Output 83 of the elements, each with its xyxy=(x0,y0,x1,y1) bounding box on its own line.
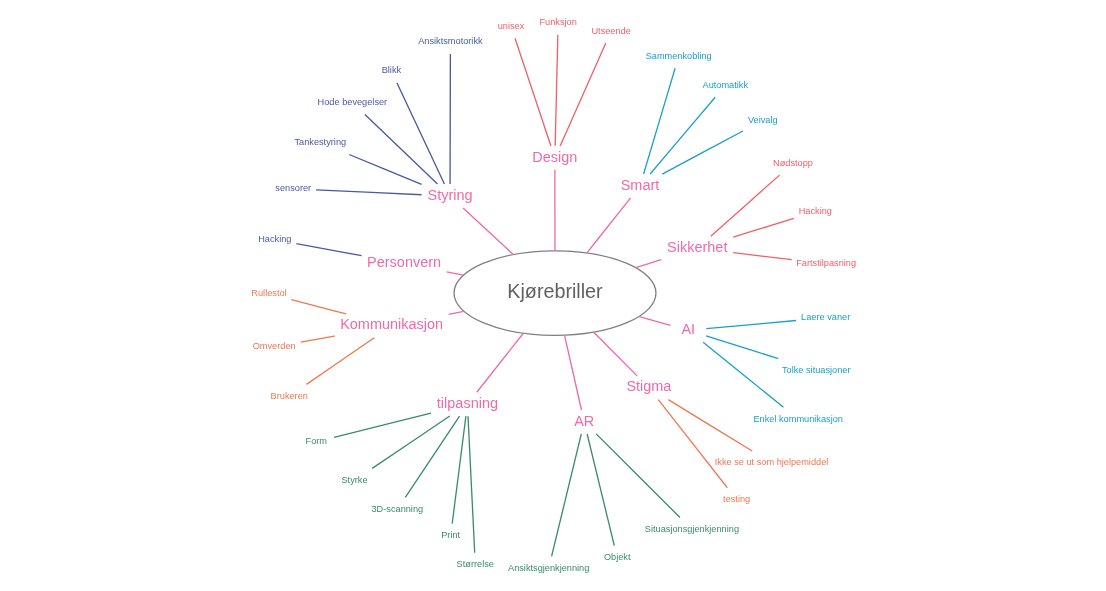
node-text: Ansiktsmotorikk xyxy=(417,36,483,47)
connector xyxy=(642,67,676,175)
node-text: Form xyxy=(305,436,327,447)
node-ellipse: Kjørebriller xyxy=(452,250,657,336)
connector xyxy=(404,415,460,499)
node-text: Laere vaner xyxy=(800,312,850,323)
node-text: Veivalg xyxy=(747,114,778,125)
node-text: Blikk xyxy=(381,65,401,76)
node-text: Smart xyxy=(620,176,659,193)
node-text: Hode bevegelser xyxy=(317,96,387,107)
connector xyxy=(513,37,552,147)
node-text: Tankestyring xyxy=(293,137,346,148)
node-text: Situasjonsgjenkjenning xyxy=(644,523,739,534)
node-text: sensorer xyxy=(274,183,311,194)
node-text: testing xyxy=(722,494,750,505)
node-text: unisex xyxy=(497,20,524,31)
connector xyxy=(554,34,558,147)
node-text: Stigma xyxy=(625,378,671,395)
node-text: Styring xyxy=(427,186,473,203)
node-text: Hacking xyxy=(257,234,291,245)
connector xyxy=(395,82,445,185)
connector xyxy=(705,319,797,330)
node-text: 3D-scanning xyxy=(370,503,423,514)
connector xyxy=(295,243,362,257)
connector xyxy=(667,399,753,452)
node-text: Tolke situasjoner xyxy=(781,364,850,375)
connector xyxy=(592,331,638,377)
node-text: Sammenkobling xyxy=(645,50,712,61)
connector xyxy=(305,337,375,386)
node-text: Brukeren xyxy=(270,390,308,401)
connector xyxy=(448,53,451,185)
node-text: Utseende xyxy=(590,25,631,36)
connector xyxy=(586,433,615,547)
node-text: Sikkerhet xyxy=(666,238,727,255)
node-text: Automatikk xyxy=(702,79,748,90)
node-text: AR xyxy=(573,412,594,429)
node-text: Personvern xyxy=(366,254,441,271)
connector xyxy=(466,415,475,554)
connector xyxy=(332,412,432,438)
connector xyxy=(371,415,450,470)
connector xyxy=(447,310,464,315)
connector xyxy=(363,113,438,185)
connector xyxy=(290,298,347,315)
connector xyxy=(638,315,671,326)
connector xyxy=(634,258,662,269)
node-text: Design xyxy=(531,148,577,165)
connector xyxy=(559,42,606,147)
node-text: Ansiktsgjenkjenning xyxy=(507,562,589,573)
connector xyxy=(451,415,467,525)
connector xyxy=(563,334,582,411)
connector xyxy=(475,332,524,393)
connector xyxy=(314,189,422,196)
node-text: AI xyxy=(680,321,695,338)
connector xyxy=(709,174,780,237)
node-text: Fartstilpasning xyxy=(795,258,856,269)
node-text: Objekt xyxy=(603,552,631,563)
node-text: Styrke xyxy=(340,474,368,485)
node-text: Størrelse xyxy=(456,559,494,570)
connector xyxy=(445,271,464,276)
connector xyxy=(657,399,728,489)
connector xyxy=(550,433,582,558)
node-text: Nødstopp xyxy=(772,157,813,168)
node-text: Omverden xyxy=(252,341,296,352)
connector xyxy=(461,207,514,256)
connector xyxy=(348,153,422,185)
connector xyxy=(732,217,794,238)
connector xyxy=(701,341,784,408)
node-text: Hacking xyxy=(798,206,832,217)
node-text: Kommunikasjon xyxy=(339,316,443,333)
connector xyxy=(585,197,631,254)
node-text: Rullestol xyxy=(250,288,287,299)
connector xyxy=(553,169,556,252)
connector xyxy=(732,251,792,261)
connector xyxy=(299,335,335,343)
node-text: Ikke se ut som hjelpemiddel xyxy=(714,457,828,468)
connector xyxy=(661,130,744,175)
node-text: Print xyxy=(440,530,460,541)
node-text: Enkel kommunikasjon xyxy=(752,413,843,424)
node-text: Funksjon xyxy=(538,17,577,28)
connector xyxy=(595,433,681,519)
connector xyxy=(648,96,716,175)
connector xyxy=(704,335,779,360)
node-text: tilpasning xyxy=(436,394,498,411)
